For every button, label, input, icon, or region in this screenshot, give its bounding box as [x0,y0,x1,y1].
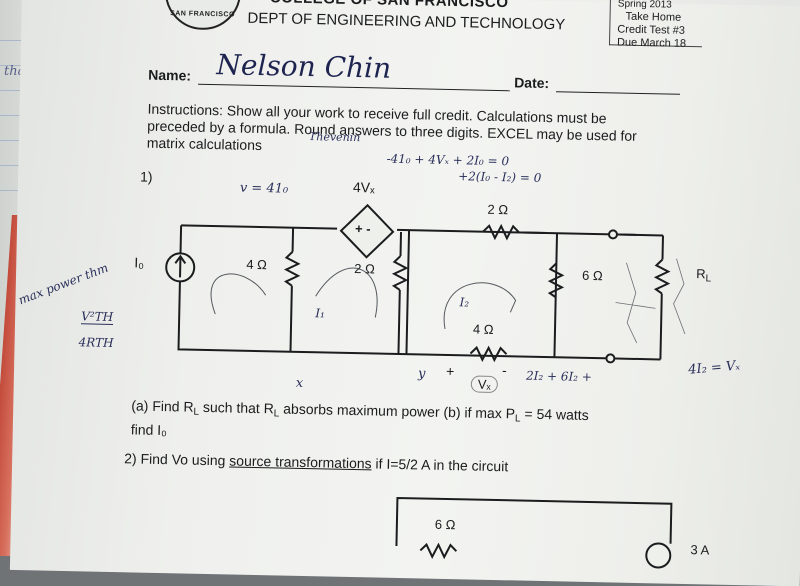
p2-r6-label: 6 Ω [435,517,456,532]
handwritten-i1: I₁ [315,306,325,320]
handwritten-thevenin: Thevenin [309,130,361,144]
handwritten-i2: I₂ [459,295,469,309]
handwritten-vth: V²TH [81,309,113,325]
circuit-2-partial [10,0,800,586]
handwritten-mesh-eq: 2I₂ + 6I₂ + [526,369,592,384]
handwritten-rth: 4RTH [78,335,113,350]
handwritten-y: y [418,366,426,381]
current-source-3a [646,543,670,567]
p2-source-label: 3 A [690,542,709,557]
test-page: SAN FRANCISCO COLLEGE OF SAN FRANCISCO D… [10,0,800,586]
handwritten-kvl2: +2(I₀ - I₂) = 0 [458,169,541,185]
handwritten-kvl1: -41₀ + 4Vₓ + 2I₀ = 0 [386,152,509,169]
handwritten-x: x [296,376,304,391]
handwritten-v-eq: v = 41₀ [240,181,289,197]
